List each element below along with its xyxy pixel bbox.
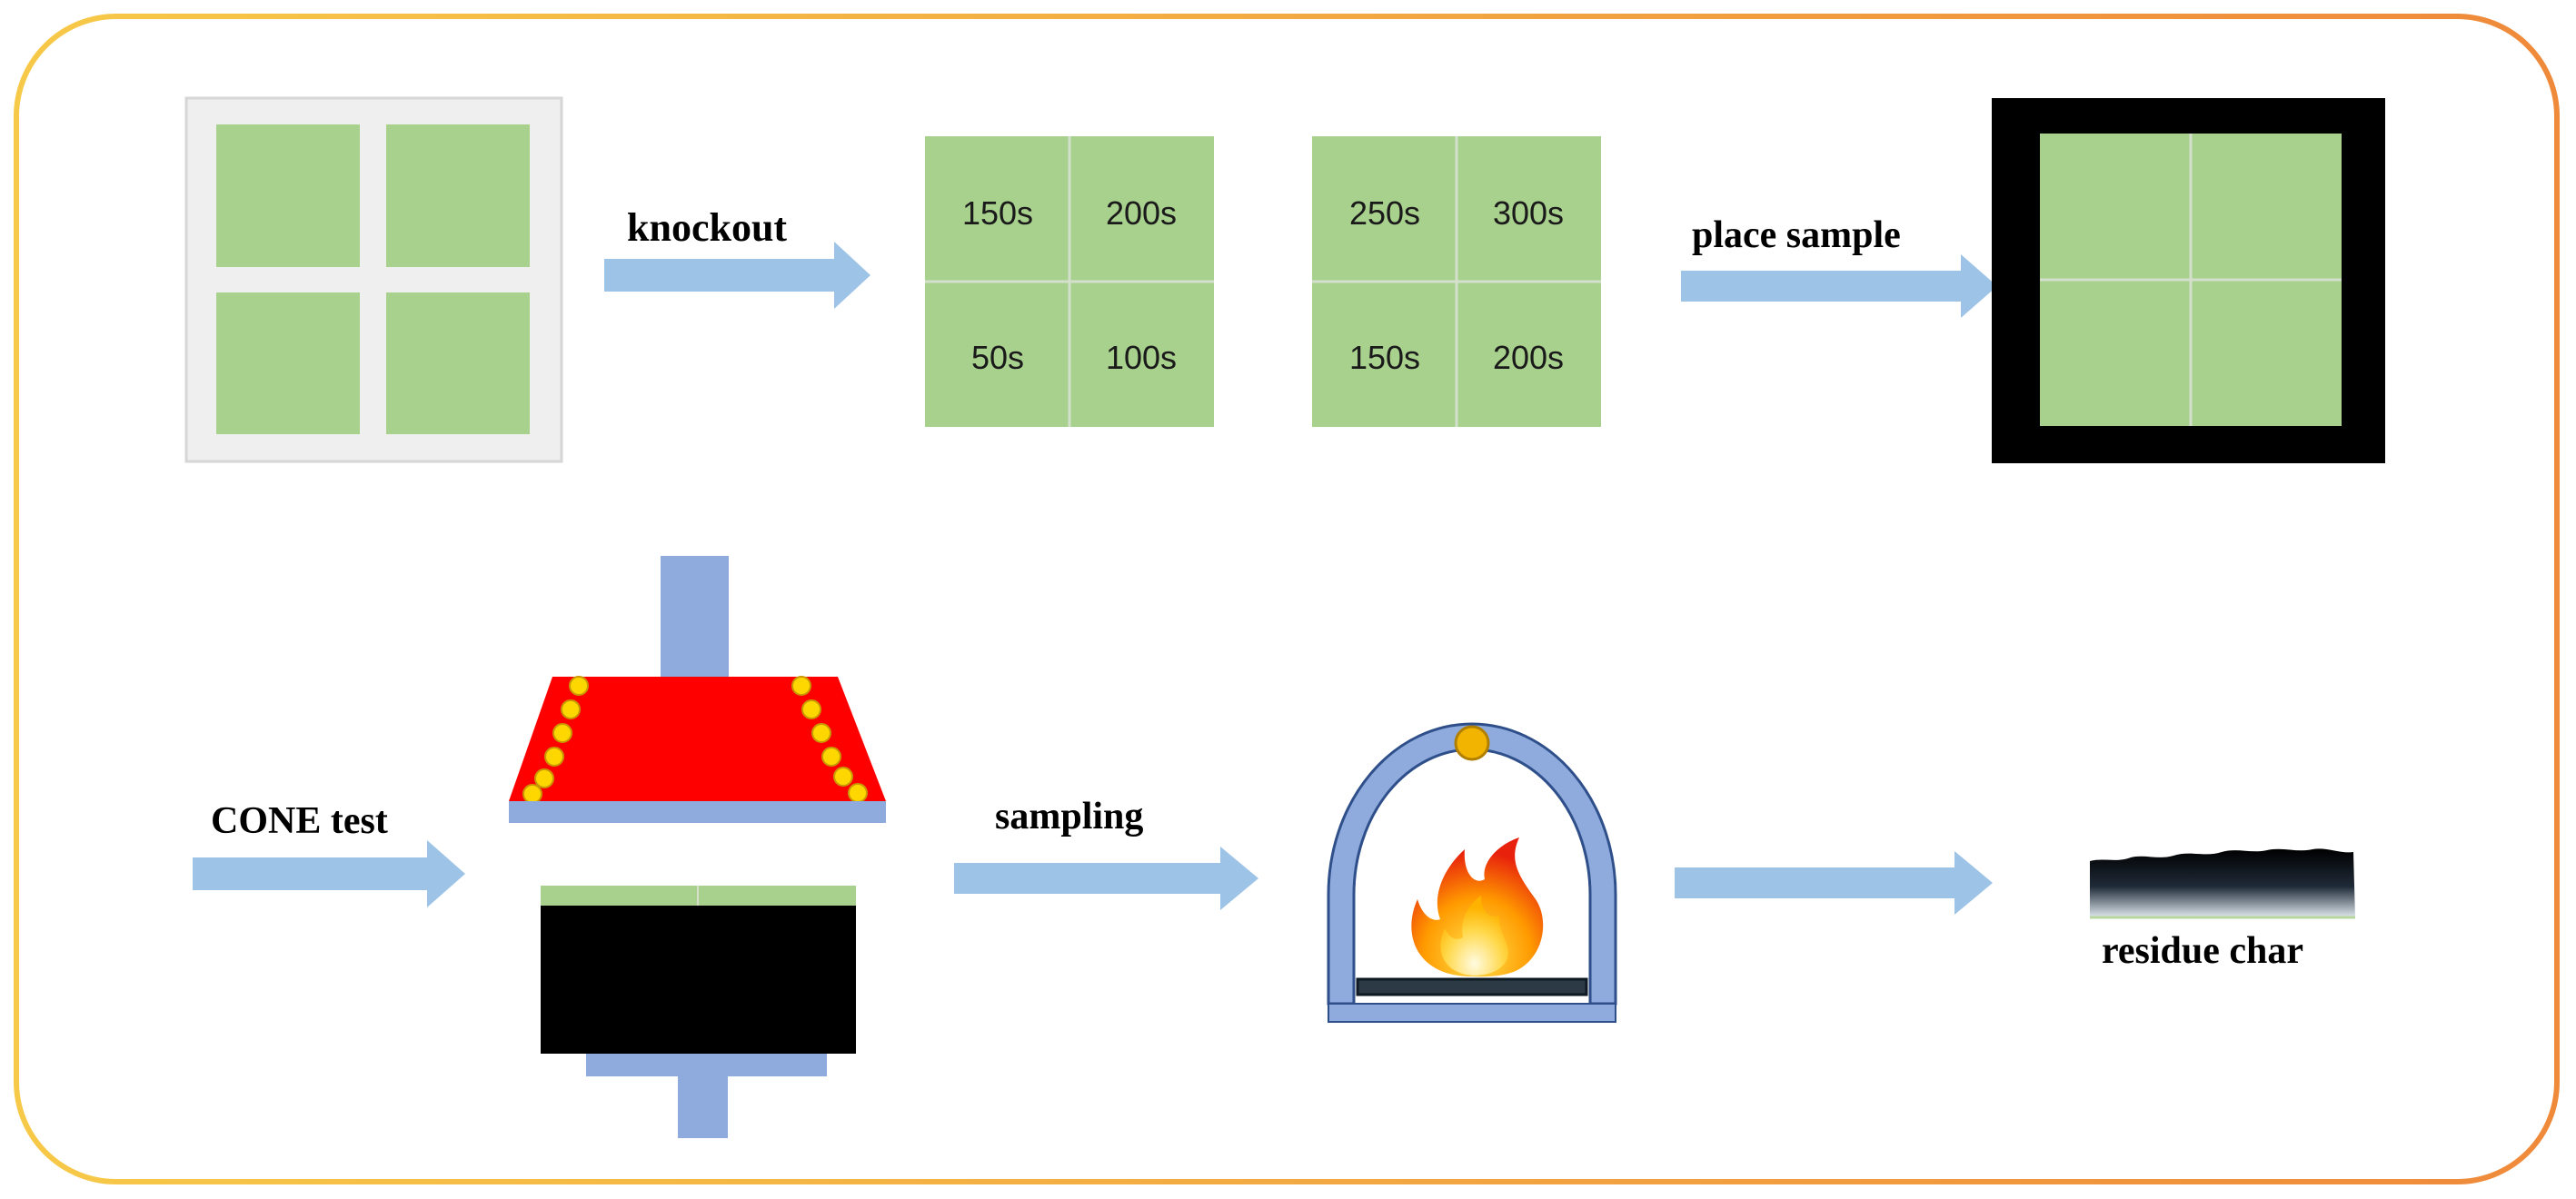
- load-cell-plate: [586, 1054, 827, 1076]
- grid-a-cell-2: 200s: [1106, 194, 1177, 232]
- label-place-sample: place sample: [1692, 214, 1901, 256]
- hood-plate: [509, 801, 886, 823]
- grid-b-cell-4: 200s: [1493, 339, 1564, 376]
- lamp-icon: [1454, 725, 1490, 761]
- label-sampling: sampling: [995, 796, 1143, 837]
- arrow-right-icon: [954, 847, 1258, 910]
- grid-b-cell-1: 250s: [1349, 194, 1420, 232]
- outer-frame: [14, 14, 2560, 1184]
- arrow-right-icon: [604, 242, 870, 309]
- grid-a-cell-1: 150s: [962, 194, 1033, 232]
- heater-dots-left: [522, 676, 589, 804]
- arrow-right-icon: [1681, 254, 1997, 318]
- exhaust-duct: [661, 556, 729, 679]
- grid-b-cell-2: 300s: [1493, 194, 1564, 232]
- grid-a: 150s 200s 50s 100s: [925, 136, 1214, 427]
- cone-heater: [509, 677, 886, 801]
- cone-calorimeter: [509, 556, 886, 1138]
- arrow-right-icon: [193, 840, 465, 907]
- label-knockout: knockout: [627, 205, 787, 250]
- sample-square: [386, 124, 530, 267]
- load-cell-stem: [678, 1076, 728, 1138]
- fire-icon: [1411, 837, 1544, 977]
- sample-holder-block: [541, 906, 856, 1054]
- arrow-right-icon: [1675, 851, 1993, 915]
- furnace-arch: [1327, 722, 1617, 1006]
- sample-square: [216, 124, 360, 267]
- muffle-furnace: [1327, 722, 1617, 1023]
- residue-char: [2090, 848, 2355, 919]
- heater-dots-right: [791, 676, 868, 803]
- grid-a-cell-4: 100s: [1106, 339, 1177, 376]
- sample-square: [386, 292, 530, 434]
- grid-b: 250s 300s 150s 200s: [1312, 136, 1601, 427]
- grid-a-cell-3: 50s: [971, 339, 1024, 376]
- label-cone-test: CONE test: [211, 800, 388, 842]
- grid-b-cell-3: 150s: [1349, 339, 1420, 376]
- furnace-base: [1328, 1003, 1616, 1023]
- crucible: [1356, 977, 1588, 996]
- label-residue-char: residue char: [2102, 930, 2303, 972]
- sample-square: [216, 292, 360, 434]
- sample-holder: [1992, 98, 2385, 463]
- sample-board: [184, 96, 563, 463]
